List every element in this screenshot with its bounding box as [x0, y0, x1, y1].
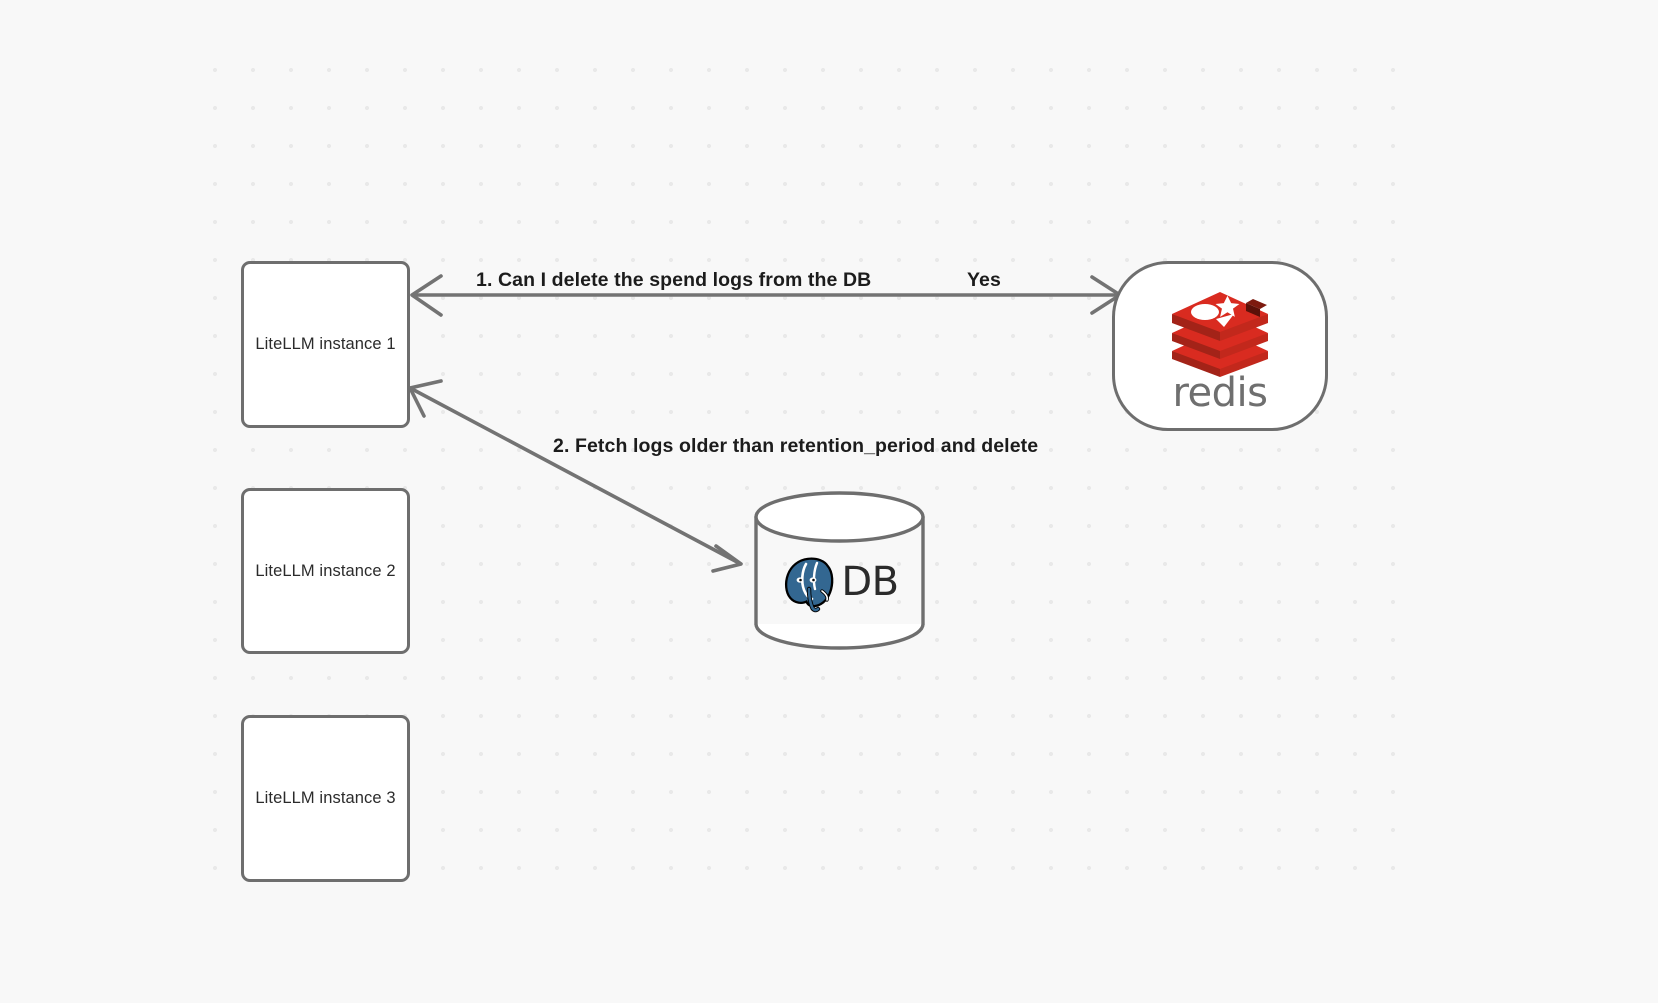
node-litellm-instance-2[interactable]: LiteLLM instance 2: [241, 488, 410, 654]
redis-wordmark: redis: [1172, 370, 1268, 416]
postgresql-elephant-icon: [780, 551, 842, 613]
node-litellm-instance-3[interactable]: LiteLLM instance 3: [241, 715, 410, 882]
node-redis[interactable]: redis: [1112, 261, 1328, 431]
edge-label-yes-response: Yes: [967, 269, 1001, 291]
edge-litellm1-database-line: [410, 387, 741, 565]
edge-litellm1-database-arrowhead-start: [408, 379, 443, 418]
node-litellm-instance-3-label: LiteLLM instance 3: [255, 789, 396, 807]
node-litellm-instance-1-label: LiteLLM instance 1: [255, 335, 396, 353]
database-label-group: DB: [753, 537, 926, 627]
node-litellm-instance-2-label: LiteLLM instance 2: [255, 561, 396, 580]
database-label: DB: [841, 559, 899, 605]
node-database[interactable]: DB: [753, 491, 926, 650]
edge-redis-litellm1-arrowhead-left: [410, 274, 443, 317]
redis-logo: [1166, 281, 1274, 377]
edge-label-step-2: 2. Fetch logs older than retention_perio…: [553, 435, 1039, 457]
node-litellm-instance-1[interactable]: LiteLLM instance 1: [241, 261, 410, 428]
database-cylinder-shape: [754, 491, 925, 650]
edge-litellm1-database-arrowhead-end: [711, 544, 743, 573]
edge-label-step-1: 1. Can I delete the spend logs from the …: [476, 269, 872, 291]
